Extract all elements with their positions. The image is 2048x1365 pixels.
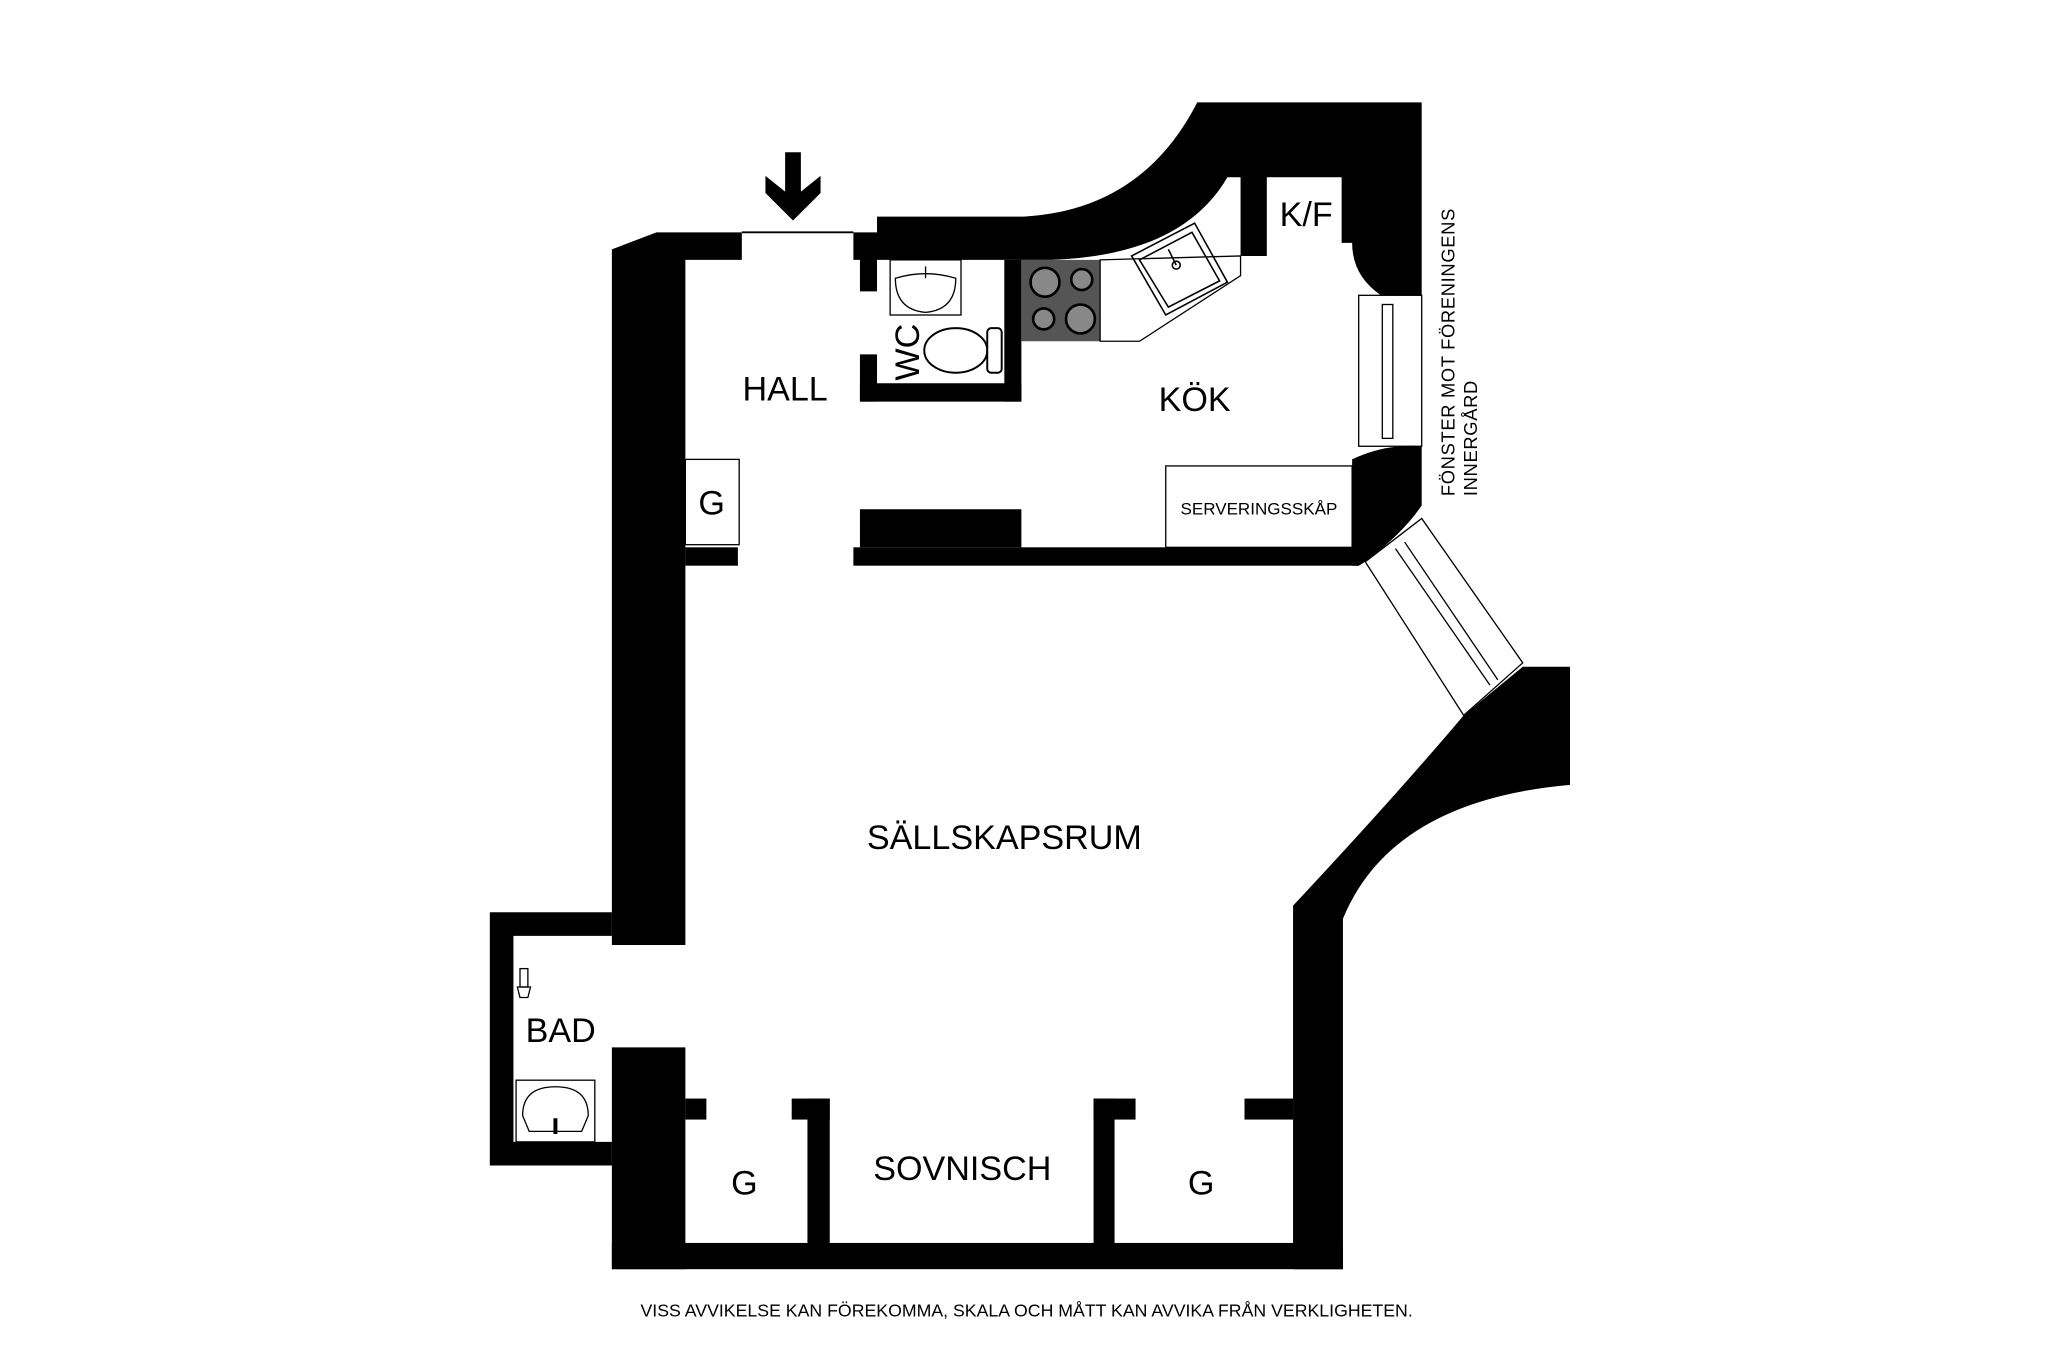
wall-wc-right xyxy=(1004,259,1022,402)
wall-left-lower xyxy=(611,1047,686,1270)
room-label-bad: BAD xyxy=(526,1012,596,1050)
wall-closet-stub-1 xyxy=(685,1098,707,1120)
stove-icon xyxy=(1021,259,1101,342)
wall-bottom xyxy=(611,1242,1343,1270)
hall-closet xyxy=(684,458,740,546)
room-label-kok: KÖK xyxy=(1159,381,1231,419)
room-label-wc: WC xyxy=(889,324,927,381)
disclaimer: VISS AVVIKELSE KAN FÖREKOMMA, SKALA OCH … xyxy=(640,1300,1412,1320)
room-label-hall: HALL xyxy=(742,370,827,408)
window-note-line1: FÖNSTER MOT FÖRENINGENS xyxy=(1438,208,1459,496)
wall-closet-stub-4 xyxy=(1244,1098,1294,1120)
entrance-arrow-icon xyxy=(765,152,821,221)
wall-entrance-jamb xyxy=(853,232,877,292)
wall-top-curved xyxy=(877,102,1422,296)
wall-hall-closet xyxy=(685,547,738,566)
window-living-diagonal xyxy=(1364,517,1524,717)
room-label-hall-closet: G xyxy=(698,485,725,523)
serveringsskap-cabinet xyxy=(1165,465,1353,548)
wall-bathroom xyxy=(489,912,612,1166)
room-label-closet-left: G xyxy=(731,1164,758,1202)
wall-kitchen-right xyxy=(1352,445,1422,566)
window-note-line2: INNERGÅRD xyxy=(1460,380,1481,496)
window-kitchen xyxy=(1358,294,1423,447)
wall-left-upper xyxy=(611,232,742,945)
room-label-kf: K/F xyxy=(1280,196,1333,234)
room-label-sallskapsrum: SÄLLSKAPSRUM xyxy=(867,819,1142,857)
kitchen-sink-icon xyxy=(1130,222,1229,317)
room-label-serveringsskap: SERVERINGSSKÅP xyxy=(1180,500,1337,519)
shower-icon xyxy=(516,967,532,999)
kitchen-counter-block xyxy=(859,509,1022,548)
room-label-sovnisch: SOVNISCH xyxy=(873,1150,1051,1188)
wall-partition-left xyxy=(807,1098,830,1246)
kitchen-counter xyxy=(1099,255,1242,342)
wall-right-curved xyxy=(1293,666,1570,1270)
wall-partition-right xyxy=(1093,1098,1115,1246)
toilet-icon xyxy=(923,327,1003,374)
wall-kitchen-bottom xyxy=(853,547,1359,566)
bath-sink-icon xyxy=(515,1079,596,1143)
walls xyxy=(489,102,1570,1270)
wc-sink-icon xyxy=(889,259,962,316)
wall-wc-bottom xyxy=(859,383,1022,402)
room-label-closet-right: G xyxy=(1188,1164,1215,1202)
